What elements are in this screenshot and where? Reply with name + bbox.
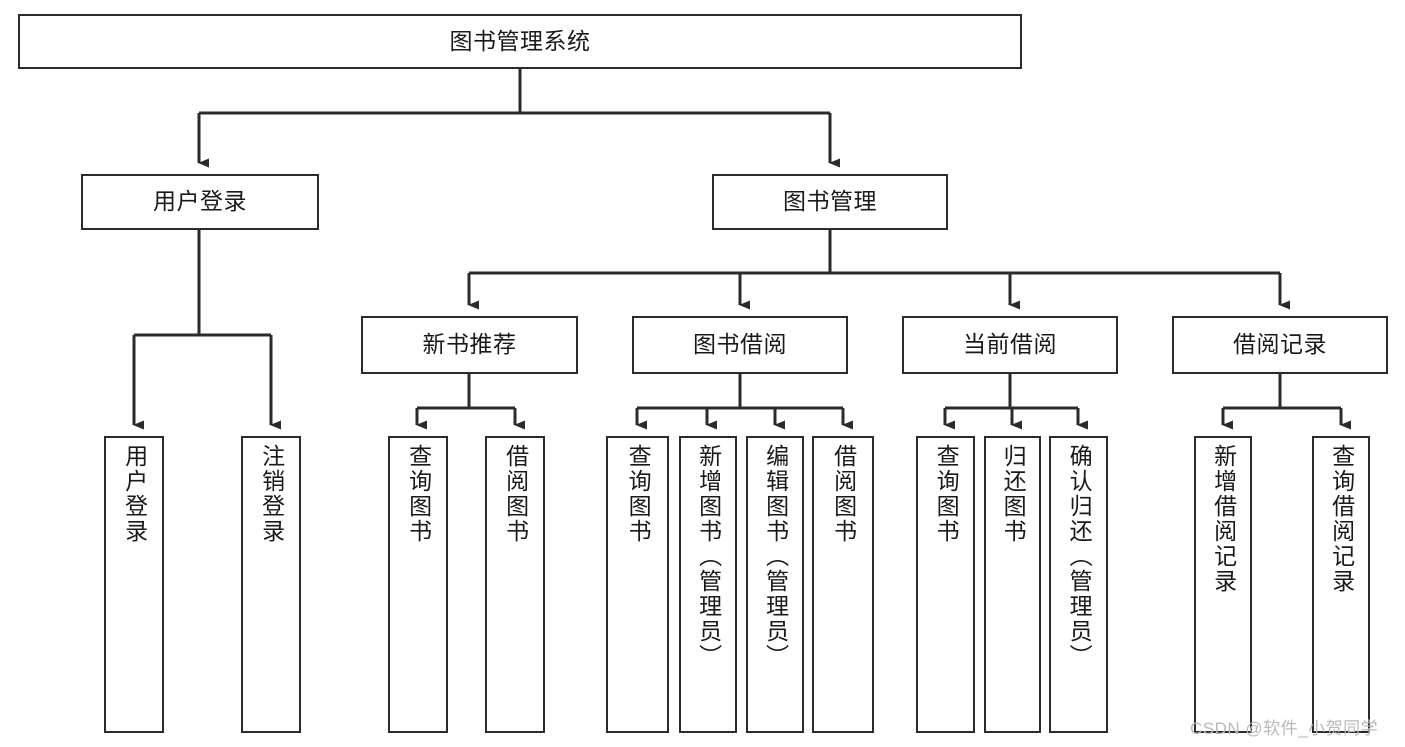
node-leaf-confirm-return[interactable]: 确认归还（管理员） <box>1049 436 1108 733</box>
leaf-label: 确认归还（管理员） <box>1066 444 1093 669</box>
leaf-label: 借阅图书 <box>502 444 529 544</box>
node-book-borrow[interactable]: 图书借阅 <box>632 316 848 374</box>
node-leaf-add-book[interactable]: 新增图书（管理员） <box>679 436 737 733</box>
leaf-label: 借阅图书 <box>830 444 857 544</box>
leaf-label: 注销登录 <box>258 444 285 544</box>
node-user-login[interactable]: 用户登录 <box>81 174 319 230</box>
node-book-management[interactable]: 图书管理 <box>712 174 948 230</box>
leaf-label: 查询图书 <box>405 444 432 544</box>
leaf-label: 新增借阅记录 <box>1210 444 1237 594</box>
node-leaf-edit-book[interactable]: 编辑图书（管理员） <box>746 436 804 733</box>
node-leaf-query-book-3[interactable]: 查询图书 <box>916 436 975 733</box>
node-root[interactable]: 图书管理系统 <box>18 14 1022 69</box>
node-leaf-return-book[interactable]: 归还图书 <box>984 436 1041 733</box>
leaf-label: 归还图书 <box>1000 444 1027 544</box>
leaf-label: 用户登录 <box>121 444 148 544</box>
node-leaf-borrow-book-2[interactable]: 借阅图书 <box>812 436 874 733</box>
leaf-label: 编辑图书（管理员） <box>762 444 789 669</box>
node-leaf-query-record[interactable]: 查询借阅记录 <box>1312 436 1370 733</box>
node-leaf-query-book-2[interactable]: 查询图书 <box>606 436 669 733</box>
node-leaf-logout[interactable]: 注销登录 <box>241 436 301 733</box>
node-borrow-record[interactable]: 借阅记录 <box>1172 316 1388 374</box>
watermark-text: CSDN @软件_小贺同学 <box>1190 719 1379 738</box>
node-leaf-add-record[interactable]: 新增借阅记录 <box>1194 436 1252 733</box>
leaf-label: 查询借阅记录 <box>1328 444 1355 594</box>
leaf-label: 新增图书（管理员） <box>695 444 722 669</box>
node-leaf-borrow-book-1[interactable]: 借阅图书 <box>485 436 545 733</box>
node-leaf-user-login[interactable]: 用户登录 <box>104 436 164 733</box>
node-current-borrow[interactable]: 当前借阅 <box>902 316 1118 374</box>
leaf-label: 查询图书 <box>625 444 652 544</box>
leaf-label: 查询图书 <box>933 444 960 544</box>
node-new-book-recommend[interactable]: 新书推荐 <box>361 316 578 374</box>
node-leaf-query-book-1[interactable]: 查询图书 <box>388 436 448 733</box>
